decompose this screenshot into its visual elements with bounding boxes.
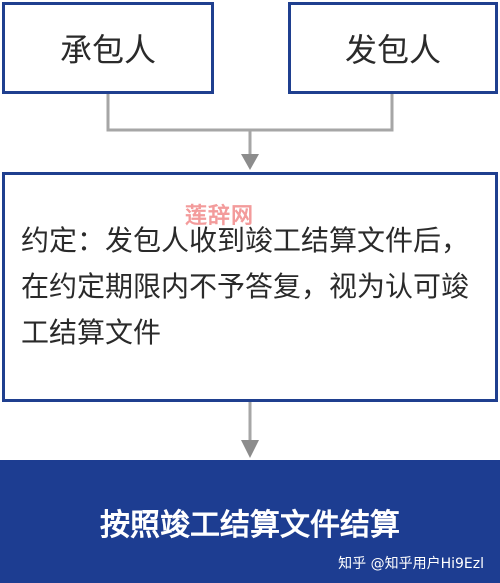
watermark: 莲辞网	[185, 204, 255, 229]
result-label: 按照竣工结算文件结算	[100, 507, 400, 543]
agreement-text: 约定：发包人收到竣工结算文件后，在约定期限内不予答复，视为认可竣工结算文件	[21, 224, 470, 349]
result-box: 按照竣工结算文件结算	[0, 460, 500, 583]
employer-box: 发包人	[288, 2, 498, 94]
arrowhead-top	[241, 154, 259, 170]
source-credit: 知乎 @知乎用户Hi9Ezl	[338, 556, 484, 572]
agreement-box: 约定：发包人收到竣工结算文件后，在约定期限内不予答复，视为认可竣工结算文件	[2, 172, 498, 402]
contractor-label: 承包人	[59, 31, 156, 69]
contractor-box: 承包人	[2, 2, 214, 94]
merge-connector	[106, 94, 394, 132]
employer-label: 发包人	[344, 31, 441, 69]
arrowhead-bottom	[241, 440, 259, 458]
